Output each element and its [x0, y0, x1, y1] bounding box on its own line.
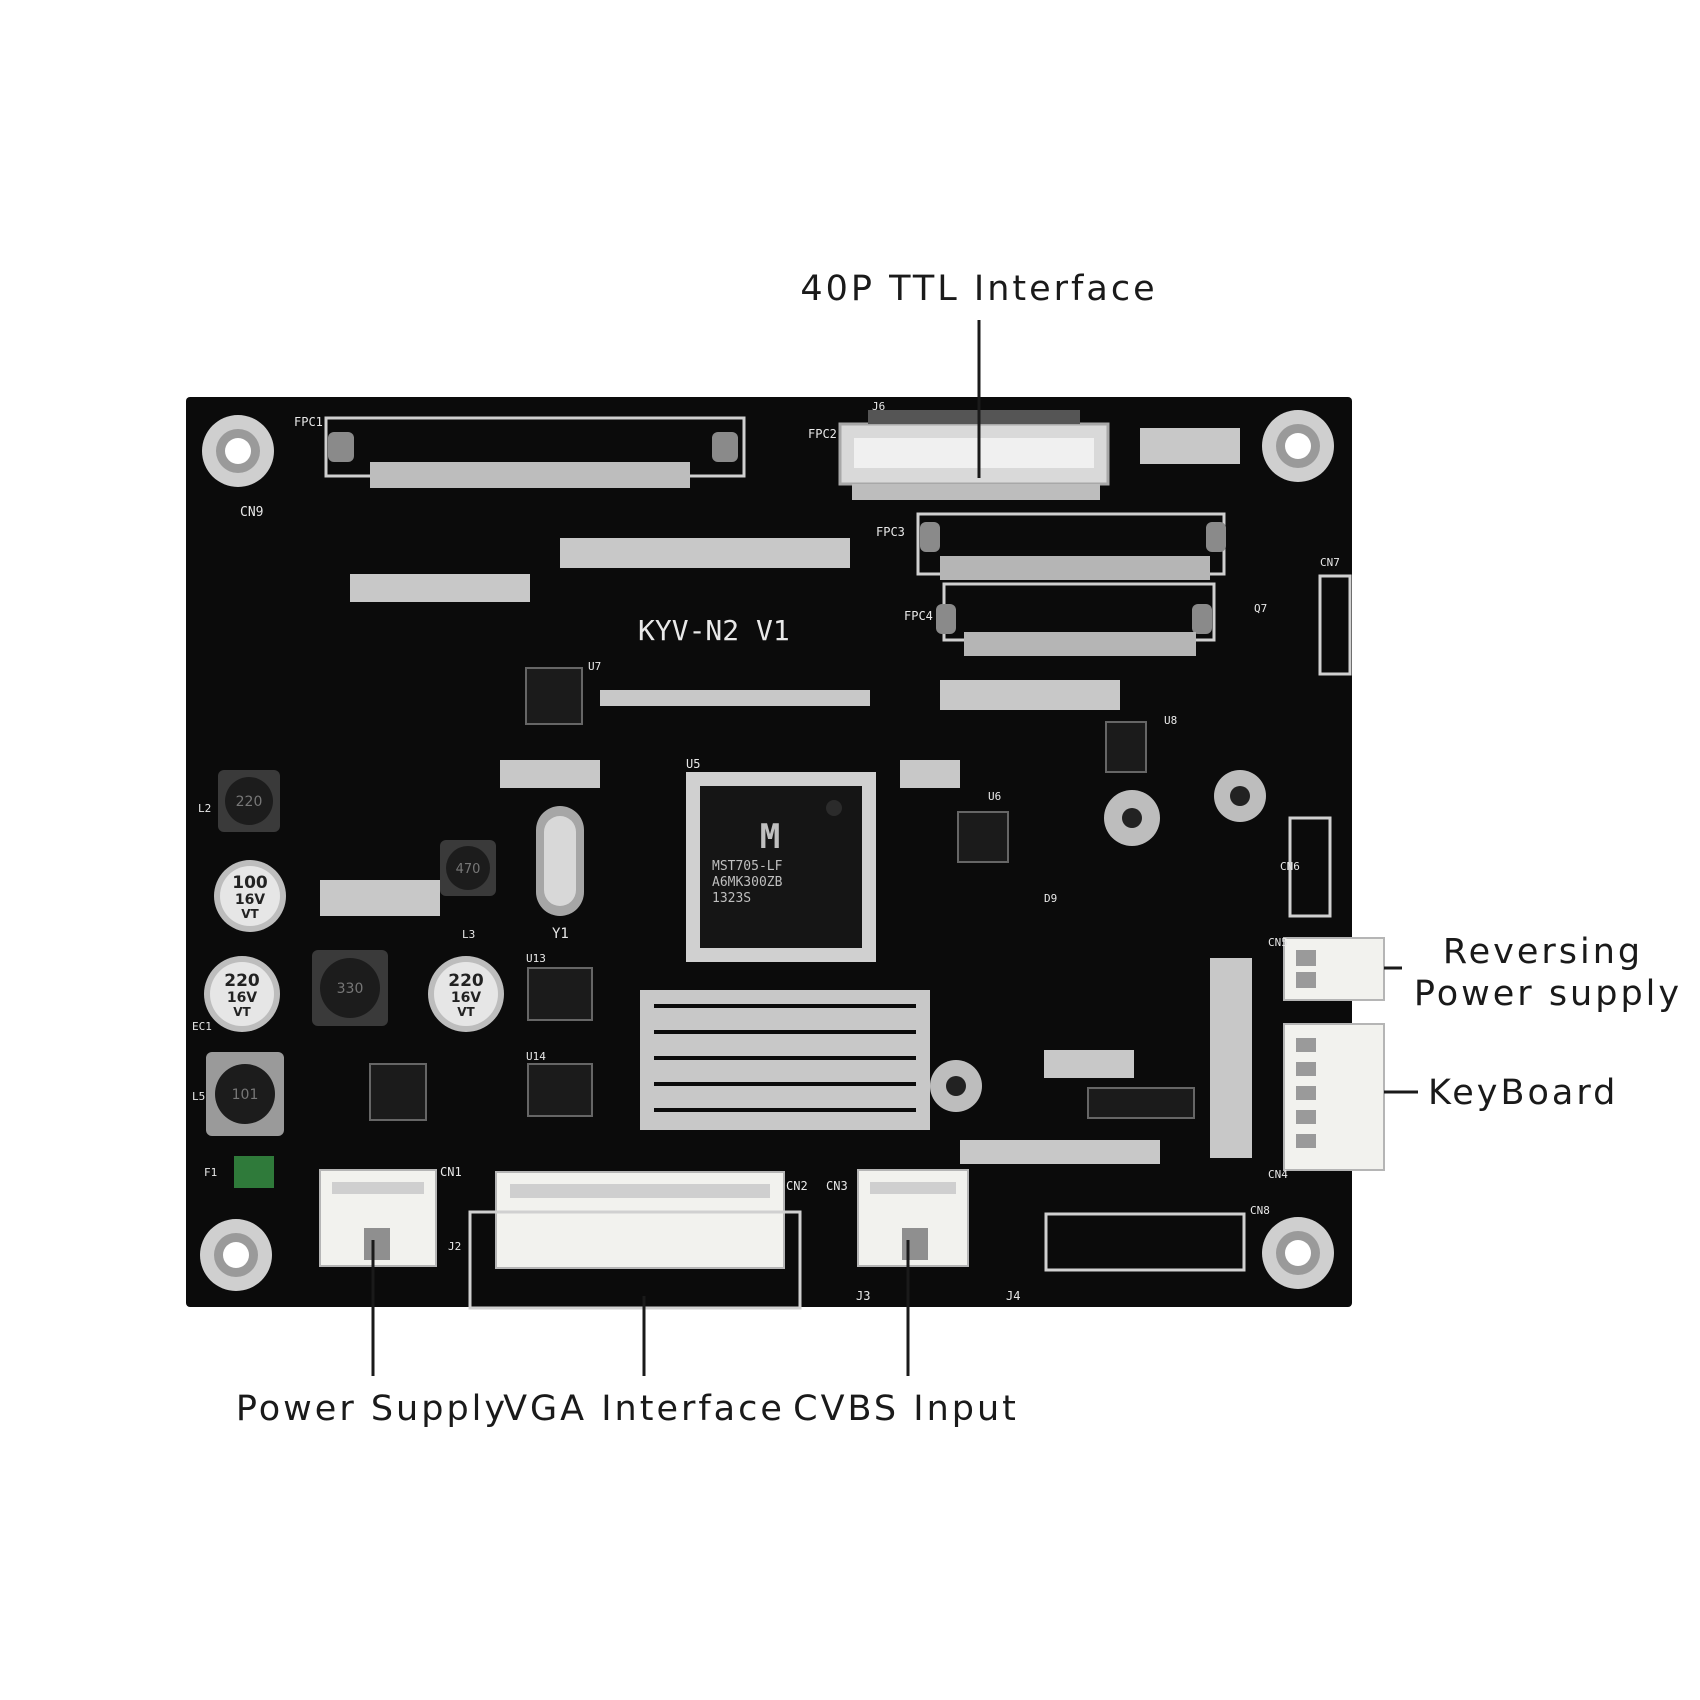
svg-text:CN7: CN7: [1320, 556, 1340, 569]
inductor: 470: [440, 840, 496, 896]
board-model-label: KYV-N2 V1: [638, 614, 790, 647]
ic-u17: [1087, 1087, 1195, 1119]
cn8-header: [1044, 1212, 1246, 1272]
svg-text:220: 220: [224, 971, 260, 991]
capacitor-ec: 220 16V VT: [428, 956, 504, 1032]
svg-text:VT: VT: [233, 1005, 251, 1019]
svg-text:VT: VT: [457, 1005, 475, 1019]
svg-text:Q7: Q7: [1254, 602, 1267, 615]
mounting-hole: [1262, 1217, 1334, 1289]
label-vga-interface: VGA Interface: [503, 1389, 785, 1429]
svg-text:F1: F1: [204, 1166, 217, 1179]
svg-text:EC1: EC1: [192, 1020, 212, 1033]
crystal-oscillator: [536, 806, 584, 916]
svg-text:L5: L5: [192, 1090, 205, 1103]
chip-date-code: 1323S: [712, 891, 751, 906]
cn5-reversing-power-connector: [1283, 937, 1385, 1001]
svg-text:16V: 16V: [227, 990, 257, 1006]
callout-lines: [371, 320, 1418, 1376]
svg-text:Y1: Y1: [552, 926, 569, 942]
svg-text:U13: U13: [526, 952, 546, 965]
chip-part-number: MST705-LF: [712, 859, 783, 874]
label-power-supply: Power Supply: [236, 1389, 508, 1429]
svg-text:470: 470: [456, 862, 481, 877]
trimmer: [930, 1060, 982, 1112]
inductor: 220: [218, 770, 280, 832]
label-reversing: Reversing: [1443, 932, 1643, 972]
svg-text:CN5: CN5: [1268, 936, 1288, 949]
ic-u4: [369, 1063, 427, 1121]
svg-text:220: 220: [236, 794, 263, 810]
svg-text:VT: VT: [241, 907, 259, 921]
fpc1-connector: [324, 416, 746, 488]
ic-u13: [527, 967, 593, 1021]
svg-text:CN8: CN8: [1250, 1204, 1270, 1217]
silkscreen-labels: FPC1 FPC2 FPC3 FPC4 CN9 CN7 CN6 CN5 CN4 …: [192, 400, 1340, 1303]
svg-text:16V: 16V: [451, 990, 481, 1006]
svg-text:CN6: CN6: [1280, 860, 1300, 873]
svg-text:CN9: CN9: [240, 505, 263, 520]
svg-text:U8: U8: [1164, 714, 1177, 727]
cn1-power-connector: [319, 1169, 437, 1267]
svg-text:CN3: CN3: [826, 1179, 848, 1193]
mounting-hole: [1262, 410, 1334, 482]
cn2-vga-connector: [468, 1171, 802, 1310]
svg-text:16V: 16V: [235, 892, 265, 908]
cn3-cvbs-connector: [857, 1169, 969, 1267]
ic-u7: [525, 667, 583, 725]
ic-u6: [957, 811, 1009, 863]
svg-text:101: 101: [232, 1087, 259, 1103]
svg-text:100: 100: [232, 873, 268, 893]
svg-text:J4: J4: [1006, 1289, 1020, 1303]
svg-text:FPC1: FPC1: [294, 415, 323, 429]
svg-text:J3: J3: [856, 1289, 870, 1303]
svg-text:330: 330: [337, 981, 364, 997]
svg-text:CN1: CN1: [440, 1165, 462, 1179]
trimmer: [1104, 790, 1160, 846]
svg-text:U5: U5: [686, 757, 700, 771]
trimmer: [1214, 770, 1266, 822]
ic-u8: [1105, 721, 1147, 773]
label-power-supply-reversing: Power supply: [1414, 974, 1682, 1014]
fpc3-connector: [916, 512, 1226, 580]
fpc4-connector: [936, 582, 1216, 656]
svg-text:FPC2: FPC2: [808, 427, 837, 441]
svg-text:CN2: CN2: [786, 1179, 808, 1193]
mounting-hole: [200, 1219, 272, 1291]
chip-logo: M: [760, 817, 780, 857]
main-chip: M MST705-LF A6MK300ZB 1323S: [686, 772, 876, 962]
fpc2-ttl-connector: [838, 410, 1110, 500]
svg-text:J2: J2: [448, 1240, 461, 1253]
label-keyboard: KeyBoard: [1428, 1073, 1618, 1113]
pcb-board: M MST705-LF A6MK300ZB 1323S KYV-N2 V1 10…: [186, 397, 1385, 1310]
chip-batch-code: A6MK300ZB: [712, 875, 783, 890]
inductor: 330: [312, 950, 388, 1026]
cn4-keyboard-connector: [1283, 1023, 1385, 1171]
svg-text:D9: D9: [1044, 892, 1057, 905]
svg-text:L3: L3: [462, 928, 475, 941]
label-cvbs-input: CVBS Input: [793, 1389, 1019, 1429]
inductor: 101: [206, 1052, 284, 1136]
fuse: [234, 1156, 274, 1188]
svg-text:U6: U6: [988, 790, 1001, 803]
svg-text:L2: L2: [198, 802, 211, 815]
svg-text:U14: U14: [526, 1050, 546, 1063]
label-ttl-interface: 40P TTL Interface: [800, 269, 1157, 309]
cn7-header: [1318, 574, 1352, 676]
svg-text:J6: J6: [872, 400, 885, 413]
ic-u14: [527, 1063, 593, 1117]
capacitor-ec: 220 16V VT: [204, 956, 280, 1032]
cn6-header: [1288, 816, 1332, 918]
svg-text:220: 220: [448, 971, 484, 991]
svg-text:FPC3: FPC3: [876, 525, 905, 539]
svg-text:CN4: CN4: [1268, 1168, 1288, 1181]
capacitor-ec: 100 16V VT: [214, 860, 286, 932]
svg-text:FPC4: FPC4: [904, 609, 933, 623]
svg-text:U7: U7: [588, 660, 601, 673]
mounting-hole: [202, 415, 274, 487]
